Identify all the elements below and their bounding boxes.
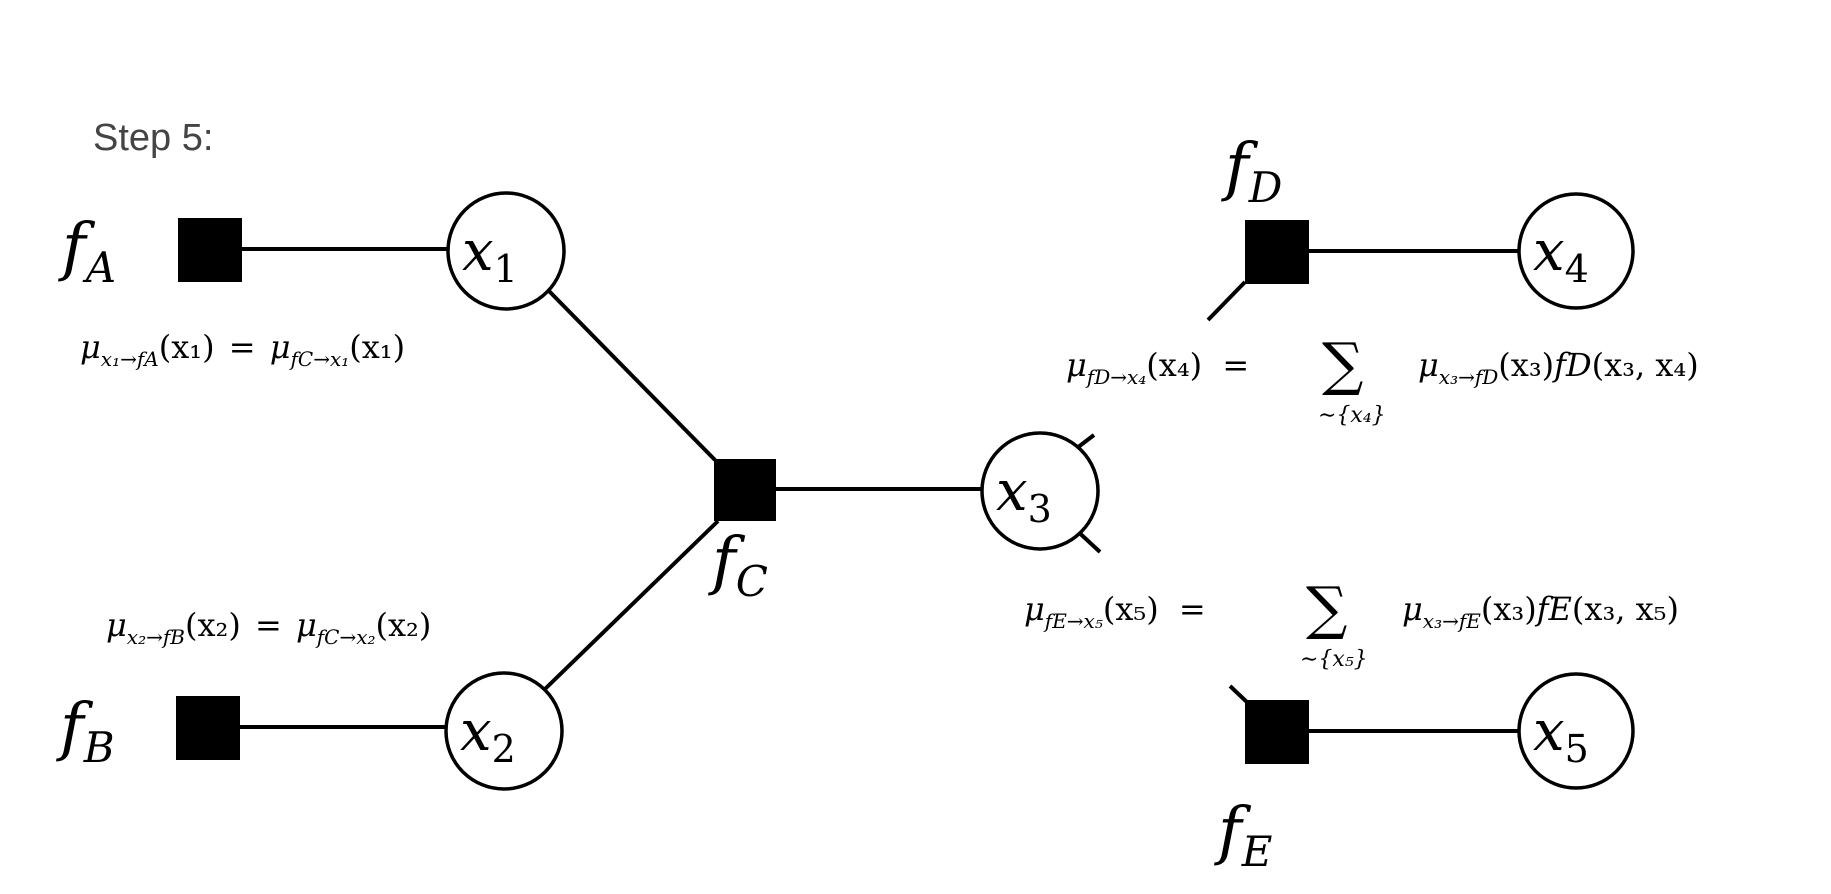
label-fE: fE (1214, 794, 1272, 876)
message-fD-to-x4-rhs: μx₃→fD(x₃)fD(x₃, x₄) (1418, 346, 1699, 389)
message-x1-to-fA: μx₁→fA(x₁) = μfC→x₁(x₁) (80, 328, 405, 371)
label-fC: fC (708, 524, 768, 606)
sum-symbol-fE: ∑ (1306, 574, 1347, 642)
edge-x1-fC (546, 288, 717, 462)
message-fD-to-x4: μfD→x₄(x₄) = ∑ ∼{x₄} μx₃→fD(x₃)fD(x₃, x₄… (1066, 330, 1699, 428)
message-x2-to-fB: μx₂→fB(x₂) = μfC→x₂(x₂) (106, 606, 431, 649)
step-label: Step 5: (93, 117, 213, 159)
sum-under-fD: ∼{x₄} (1318, 403, 1386, 428)
label-x2: x2 (460, 699, 516, 771)
message-fE-to-x5-rhs: μx₃→fE(x₃)fE(x₃, x₅) (1402, 590, 1679, 633)
label-x4: x4 (1533, 219, 1589, 291)
label-fD: fD (1221, 130, 1282, 212)
factor-node-fA (178, 218, 242, 282)
message-fE-to-x5: μfE→x₅(x₅) = ∑ ∼{x₅} μx₃→fE(x₃)fE(x₃, x₅… (1024, 574, 1679, 672)
variable-node-x2 (444, 671, 564, 791)
factor-node-fB (176, 696, 240, 760)
variable-node-x4 (1517, 192, 1635, 310)
message-fE-to-x5-lhs: μfE→x₅(x₅) = (1024, 590, 1206, 633)
edge-x2-fC (543, 519, 720, 691)
sum-under-fE: ∼{x₅} (1300, 647, 1368, 672)
variable-node-x1 (446, 191, 566, 311)
factor-node-fE (1245, 700, 1309, 764)
factor-node-fD (1245, 220, 1309, 284)
factor-node-fC (714, 459, 776, 521)
label-x5: x5 (1533, 699, 1589, 771)
message-fD-to-x4-lhs: μfD→x₄(x₄) = (1066, 346, 1249, 389)
label-fA: fA (58, 210, 116, 292)
label-fB: fB (56, 690, 115, 772)
label-x1: x1 (462, 219, 518, 291)
variable-node-x5 (1517, 672, 1635, 790)
edge-stub-fD-x3 (1206, 280, 1247, 322)
variable-node-x3 (980, 431, 1100, 551)
sum-symbol-fD: ∑ (1322, 330, 1363, 398)
label-x3: x3 (996, 459, 1052, 531)
